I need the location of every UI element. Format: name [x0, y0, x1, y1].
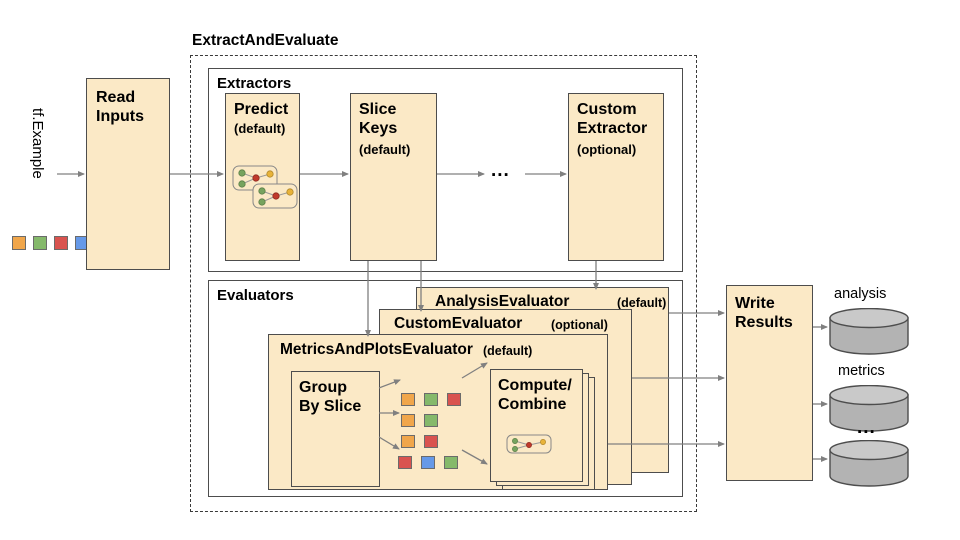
- output-cylinder-analysis[interactable]: [828, 308, 910, 356]
- evaluator-metrics-and-plots-label: MetricsAndPlotsEvaluator: [280, 341, 473, 358]
- extractor-predict-box[interactable]: Predict (default): [225, 93, 300, 261]
- write-results-label: Write Results: [735, 295, 793, 331]
- extractor-custom-box[interactable]: Custom Extractor (optional): [568, 93, 664, 261]
- slice-swatch: [444, 456, 458, 469]
- output-label-analysis: analysis: [834, 286, 887, 302]
- compute-combine-graph-icon: [506, 434, 552, 454]
- slice-swatch: [424, 393, 438, 406]
- extractor-custom-qualifier: (optional): [577, 142, 637, 157]
- group-by-slice-label: Group By Slice: [299, 379, 362, 415]
- extractor-custom-label: Custom Extractor: [577, 101, 648, 137]
- extractor-slice-keys-box[interactable]: Slice Keys (default): [350, 93, 437, 261]
- write-results-box[interactable]: Write Results: [726, 285, 813, 481]
- extractor-slice-keys-label: Slice Keys: [359, 101, 398, 137]
- evaluator-analysis-qualifier: (default): [617, 296, 667, 310]
- output-cylinder-metrics[interactable]: [828, 385, 910, 433]
- input-swatch-green: [33, 236, 47, 250]
- extractor-slice-keys-qualifier: (default): [359, 142, 411, 157]
- extract-and-evaluate-title: ExtractAndEvaluate: [192, 32, 339, 49]
- predict-graph-icon: [232, 165, 298, 209]
- input-swatch-red: [54, 236, 68, 250]
- slice-swatch: [401, 435, 415, 448]
- input-swatch-orange: [12, 236, 26, 250]
- evaluator-custom-label: CustomEvaluator: [394, 315, 523, 332]
- evaluator-analysis-label: AnalysisEvaluator: [435, 293, 570, 310]
- extractor-predict-label: Predict: [234, 101, 289, 118]
- evaluator-metrics-and-plots-box[interactable]: MetricsAndPlotsEvaluator (default) Group…: [268, 334, 608, 490]
- compute-combine-label: Compute/ Combine: [498, 377, 572, 413]
- evaluator-custom-qualifier: (optional): [551, 318, 608, 332]
- slice-swatch: [398, 456, 412, 469]
- extractor-predict-qualifier: (default): [234, 121, 286, 136]
- output-cylinder-more[interactable]: [828, 440, 910, 488]
- evaluators-title: Evaluators: [217, 287, 294, 304]
- slice-swatch: [401, 393, 415, 406]
- read-inputs-box[interactable]: Read Inputs: [86, 78, 170, 270]
- slice-swatch: [447, 393, 461, 406]
- slice-swatch: [401, 414, 415, 427]
- extractors-ellipsis: ...: [491, 160, 510, 181]
- output-label-more: ...: [857, 417, 876, 438]
- group-by-slice-box[interactable]: Group By Slice: [291, 371, 380, 487]
- read-inputs-label: Read Inputs: [96, 89, 144, 125]
- input-label: tf.Example: [29, 108, 46, 179]
- extract-and-evaluate-container: [190, 55, 697, 512]
- slice-swatch: [421, 456, 435, 469]
- slice-swatch: [424, 435, 438, 448]
- compute-combine-box[interactable]: Compute/ Combine: [490, 369, 583, 482]
- extractors-title: Extractors: [217, 75, 292, 92]
- evaluator-metrics-and-plots-qualifier: (default): [483, 344, 533, 358]
- output-label-metrics: metrics: [838, 363, 885, 379]
- slice-swatch: [424, 414, 438, 427]
